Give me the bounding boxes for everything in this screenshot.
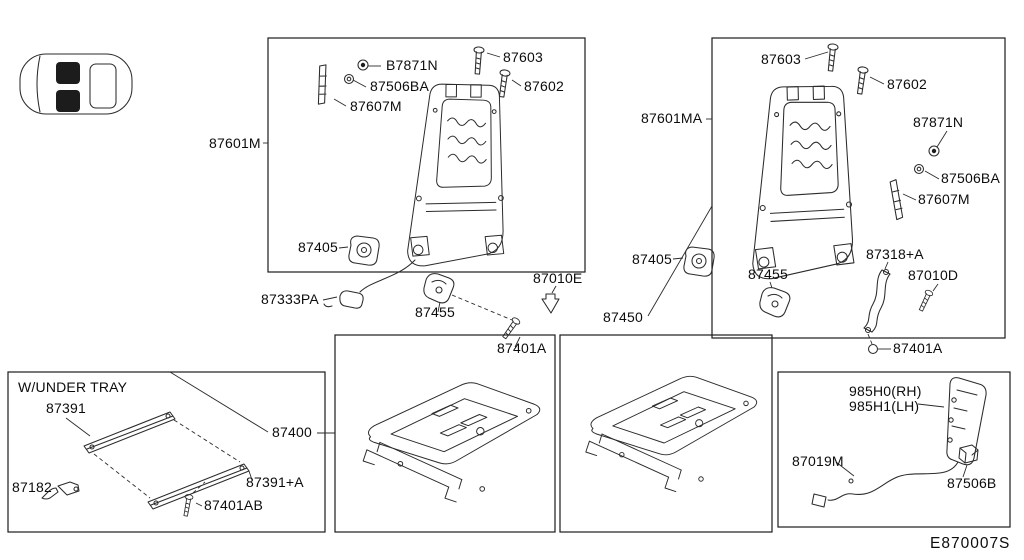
part-label-87450: 87450: [603, 309, 643, 325]
part-label-87401A-left: 87401A: [497, 340, 547, 356]
vehicle-seats-locator-icon: [19, 53, 133, 115]
part-label-985H1LH: 985H1(LH): [849, 398, 919, 414]
part-label-87601M: 87601M: [209, 135, 261, 151]
part-label-87333PA: 87333PA: [261, 291, 319, 307]
side-finisher-drawing: [946, 377, 987, 466]
cushion-frame-drawing-right: [585, 375, 758, 493]
leader-87450: [647, 205, 713, 317]
clip-drawing-87010E: [541, 293, 560, 314]
part-label-87603-right: 87603: [761, 51, 801, 67]
group-box-seatback-left: [267, 37, 586, 273]
slide-rail-drawings: [83, 411, 250, 510]
part-label-87182: 87182: [12, 479, 52, 495]
harness-drawing-87019M: [811, 461, 959, 508]
part-label-87455-left: 87455: [415, 304, 455, 320]
part-label-87405-left: 87405: [298, 239, 338, 255]
part-label-87506BA-right: 87506BA: [941, 170, 1000, 186]
part-label-87405-right: 87405: [632, 251, 672, 267]
part-label-87607M-right: 87607M: [918, 191, 970, 207]
leader-lines-under-tray: [65, 417, 253, 507]
grommet-drawing-87401A-right: [867, 343, 879, 355]
group-box-under-tray: [7, 371, 326, 533]
part-label-87391A: 87391+A: [246, 474, 304, 490]
leader-under-tray-to-87400: [169, 371, 269, 433]
part-label-87401AB: 87401AB: [204, 497, 263, 513]
part-label-87318A: 87318+A: [866, 246, 924, 262]
part-label-985H0RH: 985H0(RH): [849, 383, 922, 399]
part-label-87391: 87391: [46, 400, 86, 416]
diagram-code: E870007S: [930, 535, 1010, 552]
seatback-frame-drawing-right: [751, 82, 864, 284]
speaker-part-drawing-left: [348, 235, 380, 266]
part-label-87400: 87400: [272, 424, 312, 440]
lumbar-part-drawing-right: [759, 287, 791, 318]
part-label-87602-left: 87602: [524, 78, 564, 94]
speaker-part-drawing-right: [683, 246, 715, 277]
seatback-frame-drawing-left: [405, 79, 519, 274]
part-label-87455-right: 87455: [748, 266, 788, 282]
cushion-frame-drawing-left: [362, 382, 541, 503]
leader-lines-left: [263, 52, 557, 348]
part-label-87019M: 87019M: [792, 453, 844, 469]
lever-drawing-87182: [41, 481, 80, 500]
part-label-87010D: 87010D: [908, 267, 958, 283]
part-label-87401A-right: 87401A: [893, 340, 943, 356]
group-box-cushion-right: [559, 334, 773, 533]
harness-connector-drawing-left: [323, 259, 416, 309]
part-label-87506B: 87506B: [947, 475, 996, 491]
leader-lines-side-trim: [835, 403, 968, 478]
group-box-cushion-left: [334, 334, 556, 533]
bracket-drawing-87318A: [863, 268, 891, 334]
part-label-87506BA-left: 87506BA: [370, 78, 429, 94]
leader-lines-right: [672, 51, 948, 350]
group-box-side-trim: [777, 371, 1011, 528]
part-label-87603-left: 87603: [503, 49, 543, 65]
part-label-B7871N: B7871N: [386, 57, 438, 73]
part-label-87607M-left: 87607M: [350, 98, 402, 114]
part-label-87871N: 87871N: [913, 114, 963, 130]
part-label-87602-right: 87602: [887, 76, 927, 92]
lumbar-part-drawing-left: [423, 273, 455, 304]
group-box-seatback-right: [711, 37, 1006, 339]
clip-drawing-87506B: [958, 444, 979, 464]
under-tray-note: W/UNDER TRAY: [18, 379, 128, 395]
part-label-87601MA: 87601MA: [641, 110, 703, 126]
part-label-87010E: 87010E: [533, 270, 582, 286]
